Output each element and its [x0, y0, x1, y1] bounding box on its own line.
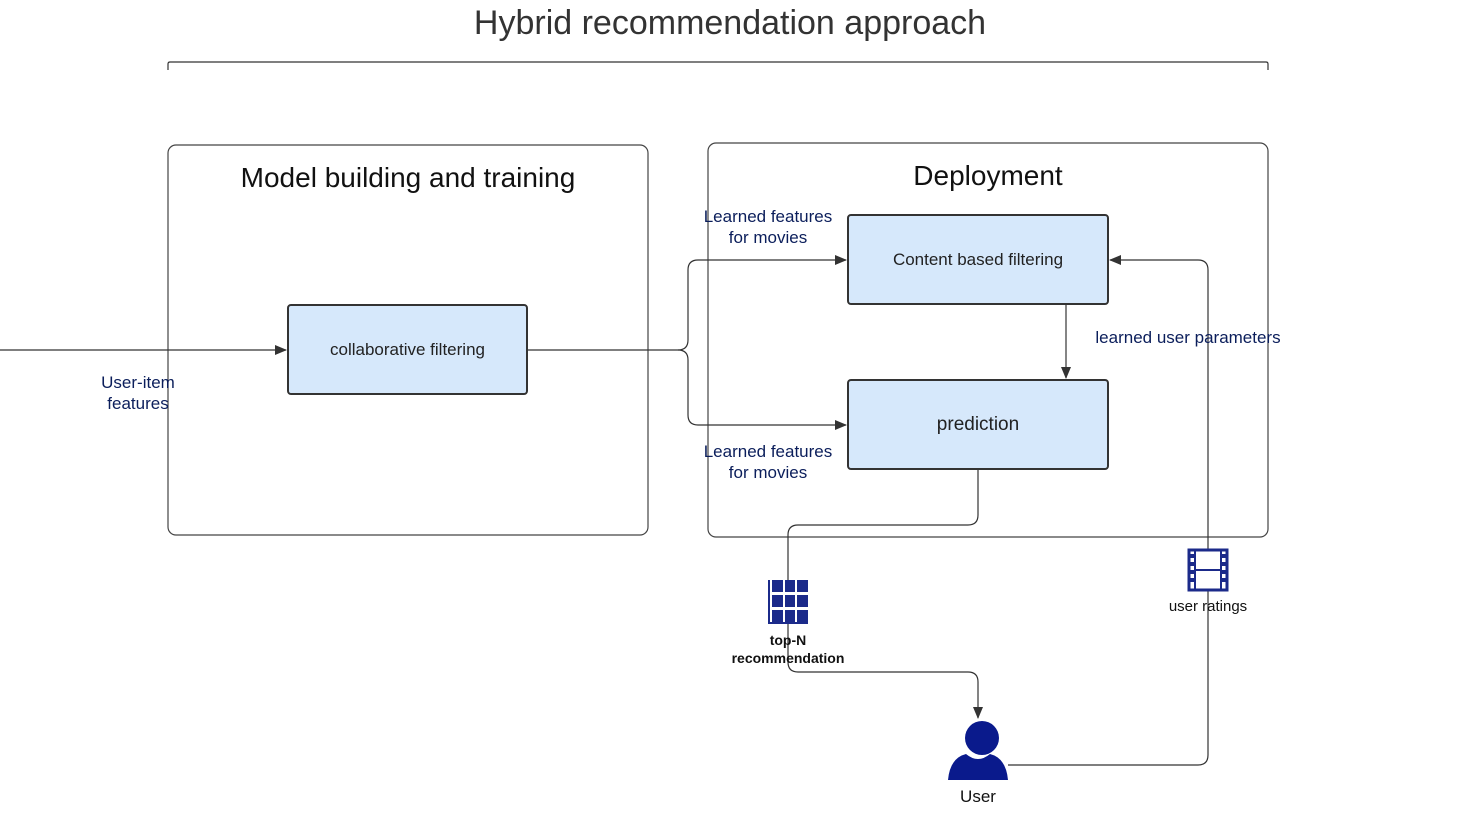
learned-features-bottom-label: Learned features for movies	[703, 442, 833, 482]
prediction-node: prediction	[847, 379, 1109, 470]
collab-to-prediction-edge	[677, 349, 847, 430]
learned-user-parameters-label: learned user parameters	[1095, 328, 1281, 347]
prediction-label: prediction	[936, 413, 1020, 435]
learned-features-top-label: Learned features for movies	[703, 207, 833, 247]
prediction-to-user-edge	[787, 470, 983, 719]
film-icon	[1187, 548, 1229, 592]
user-icon	[948, 721, 1008, 780]
diagram-title: Hybrid recommendation approach	[473, 4, 987, 42]
model-building-title: Model building and training	[240, 162, 576, 193]
top-n-recommendation-label: top-N recommendation	[731, 632, 845, 666]
model-building-container	[167, 144, 649, 536]
user-label: User	[960, 787, 996, 806]
collaborative-filtering-label: collaborative filtering	[330, 339, 485, 359]
title-bracket	[167, 61, 1269, 70]
user-item-features-label: User-item features	[101, 373, 175, 413]
content-based-filtering-label: Content based filtering	[892, 249, 1064, 269]
deployment-container	[707, 142, 1269, 538]
content-based-filtering-node: Content based filtering	[847, 214, 1109, 305]
grid-icon	[768, 580, 808, 624]
collaborative-filtering-node: collaborative filtering	[287, 304, 528, 395]
collab-to-content-edge	[528, 255, 847, 351]
deployment-title: Deployment	[913, 160, 1063, 191]
user-ratings-label: user ratings	[1168, 598, 1248, 615]
user-to-content-edge	[1008, 255, 1209, 766]
